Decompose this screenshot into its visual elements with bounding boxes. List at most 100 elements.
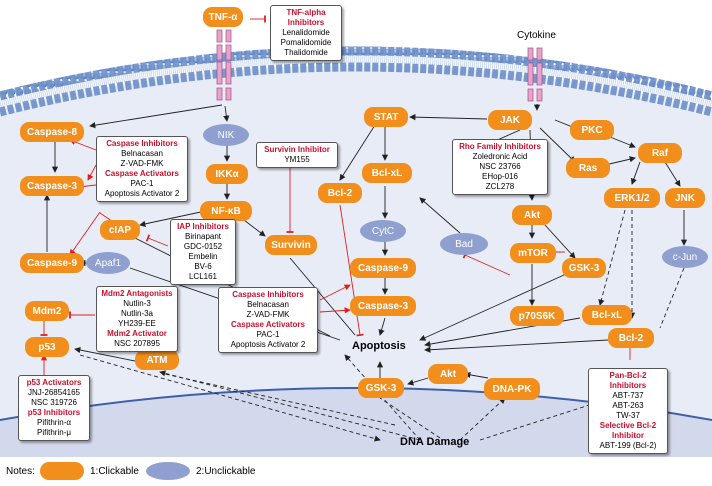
node-jak[interactable]: JAK xyxy=(488,110,532,130)
drug-name: Z-VAD-FMK xyxy=(246,310,290,319)
drug-name: Lenalidomide xyxy=(282,28,330,37)
drug-name: Pomalidomide xyxy=(280,38,332,47)
drug-name: Zoledronic Acid xyxy=(472,152,528,161)
apoptosis-label: Apoptosis xyxy=(352,340,406,352)
node-mdm2[interactable]: Mdm2 xyxy=(25,301,69,321)
node-gsk-3-mid[interactable]: GSK-3 xyxy=(562,258,606,278)
box-heading: Rho Family Inhibitors xyxy=(459,142,541,151)
cytokine-receptor xyxy=(527,47,543,102)
node-pkc[interactable]: PKC xyxy=(570,120,614,140)
node-p53[interactable]: p53 xyxy=(25,337,69,357)
drug-name: ABT-737 xyxy=(612,391,644,400)
drug-name: YM155 xyxy=(284,155,310,164)
node-caspase-9-left[interactable]: Caspase-9 xyxy=(20,253,84,273)
legend-clickable-label: 1:Clickable xyxy=(90,466,139,477)
node-bad: Bad xyxy=(440,233,488,255)
drug-name: BV-6 xyxy=(194,262,212,271)
drug-name: Apoptosis Activator 2 xyxy=(104,189,180,198)
box-heading: Mdm2 Activator xyxy=(107,329,167,338)
node-akt-mid[interactable]: Akt xyxy=(512,205,552,225)
node-bcl-2-mid[interactable]: Bcl-2 xyxy=(318,183,362,203)
node-cytc: CytC xyxy=(360,220,406,242)
node-jnk[interactable]: JNK xyxy=(665,188,705,208)
node-ciap[interactable]: cIAP xyxy=(100,220,140,240)
box-heading: Caspase Activators xyxy=(231,320,305,329)
drug-name: NSC 207895 xyxy=(114,339,160,348)
node-nf-kb[interactable]: NF-κB xyxy=(200,201,252,221)
drug-name: Nutlin-3 xyxy=(123,299,151,308)
node-dna-pk[interactable]: DNA-PK xyxy=(484,378,540,400)
box-heading: Survivin Inhibitor xyxy=(264,145,330,154)
node-nik: NIK xyxy=(203,124,249,146)
drug-name: Belnacasan xyxy=(247,300,289,309)
drug-name: Thalidomide xyxy=(284,48,328,57)
drug-name: ZCL278 xyxy=(485,182,515,191)
box-heading: TNF-alpha Inhibitors xyxy=(286,8,326,27)
node-apaf1: Apaf1 xyxy=(86,252,130,274)
box-heading: p53 Inhibitors xyxy=(27,408,81,417)
dna-damage-label: DNA Damage xyxy=(400,436,470,448)
node-tnf-alpha[interactable]: TNF-α xyxy=(203,7,243,27)
drug-name: Birinapant xyxy=(184,232,222,241)
node-mtor[interactable]: mTOR xyxy=(510,243,556,263)
drug-name: Belnacasan xyxy=(121,149,163,158)
tnf-receptor xyxy=(216,29,232,101)
node-caspase-3-left[interactable]: Caspase-3 xyxy=(20,176,84,196)
node-caspase-8[interactable]: Caspase-8 xyxy=(20,122,84,142)
drug-name: Nutlin-3a xyxy=(120,309,153,318)
drug-name: PAC-1 xyxy=(256,330,280,339)
node-akt-bottom[interactable]: Akt xyxy=(428,364,468,384)
node-survivin[interactable]: Survivin xyxy=(265,235,317,255)
drug-name: EHop-016 xyxy=(481,172,519,181)
node-bcl-xl-right[interactable]: Bcl-xL xyxy=(582,305,632,325)
node-c-jun: c-Jun xyxy=(662,246,708,268)
drug-name: Apoptosis Activator 2 xyxy=(230,340,306,349)
node-caspase-3-mid[interactable]: Caspase-3 xyxy=(350,296,416,316)
drug-name: YH239-EE xyxy=(118,319,156,328)
drug-name: TW-37 xyxy=(616,411,640,420)
box-heading: Caspase Inhibitors xyxy=(106,139,178,148)
box-heading: Mdm2 Antagonists xyxy=(101,289,173,298)
node-bcl-2-right[interactable]: Bcl-2 xyxy=(608,328,654,348)
drug-name: PAC-1 xyxy=(130,179,154,188)
box-heading: IAP Inhibitors xyxy=(177,222,229,231)
drug-name: NSC 23766 xyxy=(479,162,521,171)
drug-name: Pifithrin-α xyxy=(37,418,71,427)
node-stat[interactable]: STAT xyxy=(364,107,408,127)
node-caspase-9-mid[interactable]: Caspase-9 xyxy=(350,258,416,278)
drug-name: Z-VAD-FMK xyxy=(120,159,164,168)
drug-name: JNJ-26854165 xyxy=(27,388,81,397)
cytokine-label: Cytokine xyxy=(517,30,556,41)
legend-unclickable-swatch xyxy=(146,462,190,480)
drug-name: ABT-263 xyxy=(612,401,644,410)
box-heading: Caspase Inhibitors xyxy=(232,290,304,299)
node-bcl-xl-mid[interactable]: Bcl-xL xyxy=(362,163,412,183)
drug-name: NSC 319726 xyxy=(31,398,77,407)
drug-name: ABT-199 (Bcl-2) xyxy=(599,441,657,450)
box-heading: p53 Activators xyxy=(26,378,82,387)
legend-notes: Notes: xyxy=(6,466,35,477)
node-erk12[interactable]: ERK1/2 xyxy=(604,188,660,208)
node-gsk-3-bottom[interactable]: GSK-3 xyxy=(358,378,404,398)
node-p70s6k[interactable]: p70S6K xyxy=(510,306,564,326)
cell-membrane-inner xyxy=(0,62,712,117)
node-ras[interactable]: Ras xyxy=(566,158,610,178)
box-heading: Caspase Activators xyxy=(105,169,179,178)
drug-name: LCL161 xyxy=(188,272,218,281)
node-raf[interactable]: Raf xyxy=(638,143,682,163)
node-atm[interactable]: ATM xyxy=(135,350,179,370)
box-heading: Inhibitor xyxy=(612,431,644,440)
node-ikk-alpha[interactable]: IKKα xyxy=(206,164,248,184)
legend-clickable-swatch xyxy=(40,462,84,480)
legend-unclickable-label: 2:Unclickable xyxy=(196,466,256,477)
